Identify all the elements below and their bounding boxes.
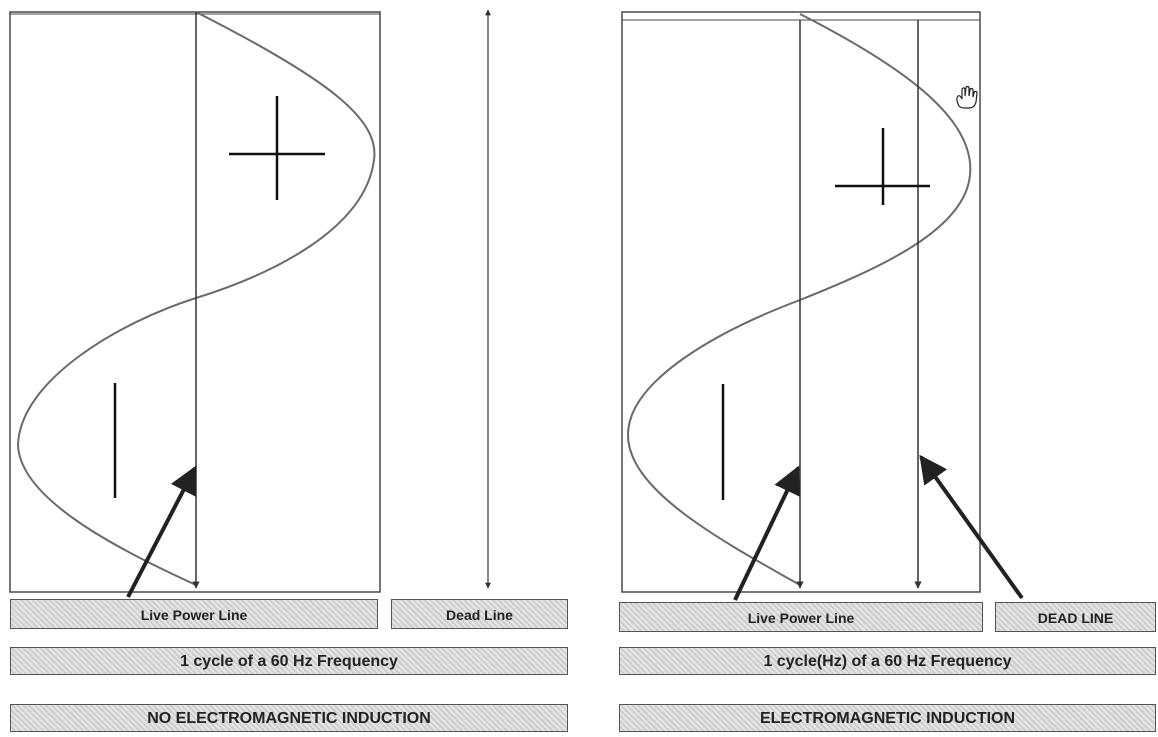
left-pointer-arrow	[126, 465, 197, 598]
right-live-power-line-label: Live Power Line	[619, 602, 983, 632]
left-panel	[9, 9, 491, 598]
hand-cursor-icon	[956, 85, 978, 109]
right-dead-pointer-arrow	[919, 454, 1024, 600]
right-induction-label: ELECTROMAGNETIC INDUCTION	[619, 704, 1156, 732]
plus-sign	[835, 128, 930, 205]
right-cycle-label: 1 cycle(Hz) of a 60 Hz Frequency	[619, 647, 1156, 675]
left-induction-label: NO ELECTROMAGNETIC INDUCTION	[10, 704, 568, 732]
left-dead-line-label: Dead Line	[391, 599, 568, 629]
plus-sign	[229, 96, 325, 200]
left-frame	[9, 11, 381, 593]
right-live-pointer-arrow	[733, 465, 800, 601]
right-dead-line-label: DEAD LINE	[995, 602, 1156, 632]
left-cycle-label: 1 cycle of a 60 Hz Frequency	[10, 647, 568, 675]
left-live-power-line-label: Live Power Line	[10, 599, 378, 629]
right-frame	[621, 11, 981, 593]
right-panel	[621, 11, 1024, 601]
